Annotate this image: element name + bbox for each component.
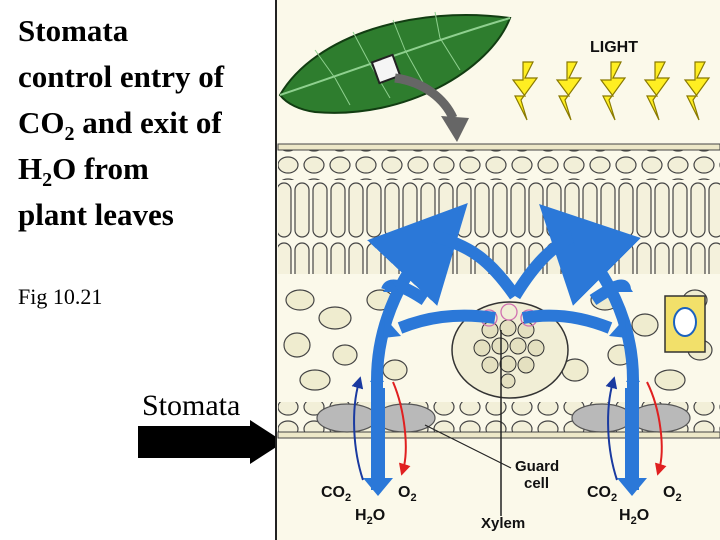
stomata-label: Stomata (142, 389, 241, 422)
right-h2o-label: H2O (619, 507, 649, 527)
xylem-label: Xylem (481, 515, 525, 532)
light-ray-icon (511, 61, 711, 121)
figure-reference: Fig 10.21 (18, 284, 103, 309)
title-line-5: plant leaves (18, 197, 174, 232)
guard-cell-inset (664, 295, 706, 353)
slide-title: Stomata control entry of CO2 and exit of… (18, 8, 268, 238)
right-co2-label: CO2 (587, 484, 617, 504)
title-line-2: control entry of (18, 59, 225, 94)
curved-arrow-icon (394, 73, 458, 121)
title-line-4: H2O from (18, 151, 149, 192)
guard-cell-label-2: cell (524, 475, 549, 492)
left-h2o-label: H2O (355, 507, 385, 527)
leaf-icon (278, 11, 512, 114)
title-line-3: CO2 and exit of (18, 105, 222, 146)
light-label: LIGHT (590, 39, 638, 56)
guard-cell-label-1: Guard (515, 458, 559, 475)
left-o2-label: O2 (398, 484, 417, 504)
black-arrow-icon (138, 420, 284, 464)
title-line-1: Stomata (18, 13, 129, 48)
right-o2-label: O2 (663, 484, 682, 504)
vascular-bundle (451, 301, 569, 399)
leaf-cross-section-diagram: LIGHT (275, 0, 720, 540)
left-co2-label: CO2 (321, 484, 351, 504)
